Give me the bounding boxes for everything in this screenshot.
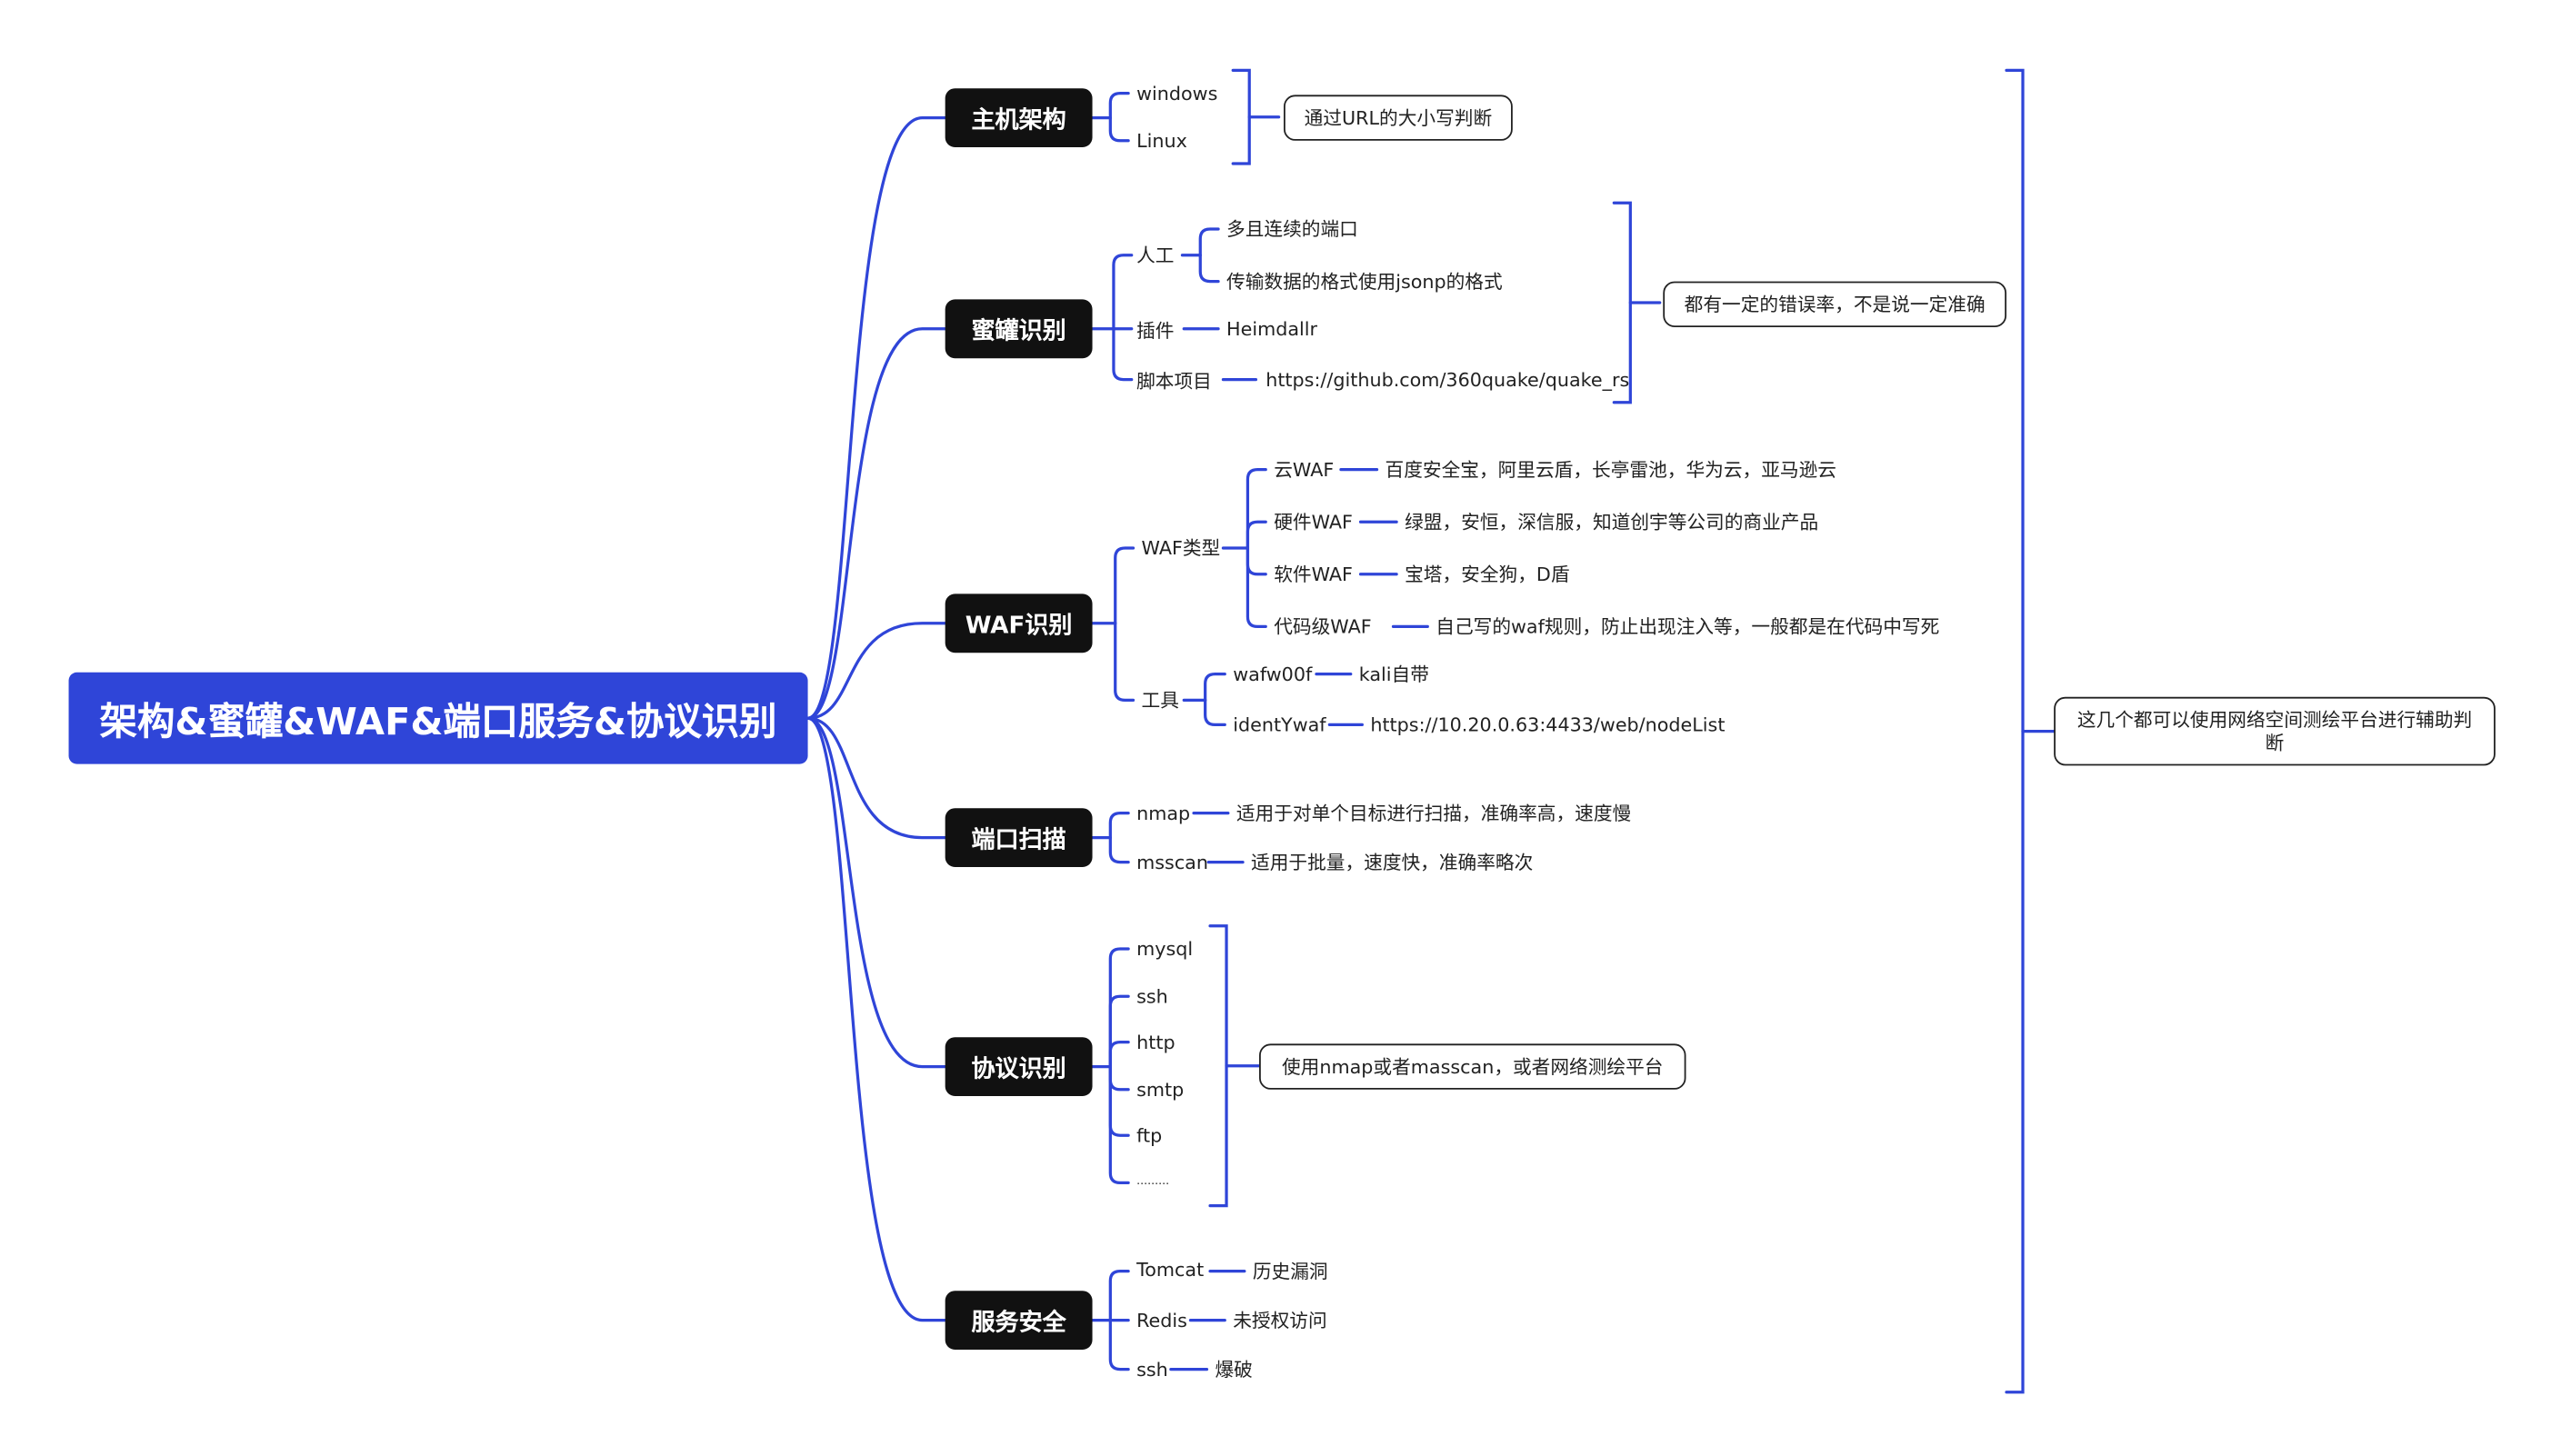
root-node[interactable]: 架构&蜜罐&WAF&端口服务&协议识别	[68, 672, 808, 764]
note-protocol[interactable]: 使用nmap或者masscan，或者网络测绘平台	[1259, 1043, 1686, 1090]
leaf-waf-types[interactable]: WAF类型	[1141, 536, 1221, 560]
leaf-wafw00f[interactable]: wafw00f	[1233, 663, 1313, 686]
branch-host-architecture[interactable]: 主机架构	[945, 88, 1093, 147]
leaf-mysql[interactable]: mysql	[1136, 937, 1194, 961]
leaf-manual[interactable]: 人工	[1136, 244, 1175, 267]
branch-waf[interactable]: WAF识别	[945, 593, 1093, 653]
leaf-smtp[interactable]: smtp	[1136, 1078, 1185, 1102]
branch-service-security[interactable]: 服务安全	[945, 1291, 1093, 1350]
leaf-code-waf-desc[interactable]: 自己写的waf规则，防止出现注入等，一般都是在代码中写死	[1436, 614, 1940, 638]
leaf-plugin[interactable]: 插件	[1136, 319, 1175, 343]
leaf-wafw00f-desc[interactable]: kali自带	[1358, 663, 1429, 686]
leaf-hardware-waf[interactable]: 硬件WAF	[1274, 510, 1353, 534]
leaf-jsonp-format[interactable]: 传输数据的格式使用jsonp的格式	[1226, 270, 1503, 294]
leaf-many-ports[interactable]: 多且连续的端口	[1226, 217, 1358, 241]
leaf-identywaf-url[interactable]: https://10.20.0.63:4433/web/nodeList	[1370, 713, 1726, 736]
leaf-waf-tools[interactable]: 工具	[1141, 688, 1179, 712]
note-honeypot[interactable]: 都有一定的错误率，不是说一定准确	[1663, 281, 2007, 327]
leaf-tomcat-desc[interactable]: 历史漏洞	[1252, 1260, 1328, 1283]
note-host-architecture[interactable]: 通过URL的大小写判断	[1283, 95, 1513, 141]
leaf-tomcat[interactable]: Tomcat	[1136, 1258, 1205, 1281]
leaf-redis[interactable]: Redis	[1136, 1309, 1187, 1332]
leaf-redis-desc[interactable]: 未授权访问	[1233, 1309, 1327, 1332]
leaf-quake-rs-url[interactable]: https://github.com/360quake/quake_rs	[1265, 368, 1630, 392]
leaf-msscan[interactable]: msscan	[1136, 851, 1208, 874]
leaf-http[interactable]: http	[1136, 1031, 1175, 1054]
leaf-ellipsis[interactable]: .........	[1136, 1174, 1170, 1188]
leaf-nmap[interactable]: nmap	[1136, 802, 1191, 825]
note-summary[interactable]: 这几个都可以使用网络空间测绘平台进行辅助判断	[2054, 696, 2496, 766]
leaf-ssh-service[interactable]: ssh	[1136, 1358, 1168, 1381]
leaf-cloud-waf[interactable]: 云WAF	[1274, 458, 1335, 482]
leaf-ftp[interactable]: ftp	[1136, 1123, 1163, 1147]
leaf-code-waf[interactable]: 代码级WAF	[1274, 614, 1372, 638]
branch-honeypot[interactable]: 蜜罐识别	[945, 299, 1093, 359]
leaf-script-project[interactable]: 脚本项目	[1136, 369, 1212, 393]
branch-protocol[interactable]: 协议识别	[945, 1037, 1093, 1096]
leaf-heimdallr[interactable]: Heimdallr	[1226, 317, 1318, 341]
leaf-identywaf[interactable]: identYwaf	[1233, 713, 1326, 736]
leaf-cloud-waf-vendors[interactable]: 百度安全宝，阿里云盾，长亭雷池，华为云，亚马逊云	[1385, 458, 1836, 482]
leaf-msscan-desc[interactable]: 适用于批量，速度快，准确率略次	[1251, 851, 1534, 874]
leaf-software-waf-vendors[interactable]: 宝塔，安全狗，D盾	[1405, 563, 1570, 586]
leaf-nmap-desc[interactable]: 适用于对单个目标进行扫描，准确率高，速度慢	[1235, 802, 1632, 825]
leaf-ssh[interactable]: ssh	[1136, 984, 1168, 1008]
leaf-linux[interactable]: Linux	[1136, 129, 1187, 153]
leaf-software-waf[interactable]: 软件WAF	[1274, 563, 1353, 586]
leaf-hardware-waf-vendors[interactable]: 绿盟，安恒，深信服，知道创宇等公司的商业产品	[1405, 510, 1819, 534]
leaf-windows[interactable]: windows	[1136, 82, 1218, 105]
leaf-ssh-desc[interactable]: 爆破	[1215, 1358, 1253, 1381]
branch-port-scan[interactable]: 端口扫描	[945, 808, 1093, 867]
